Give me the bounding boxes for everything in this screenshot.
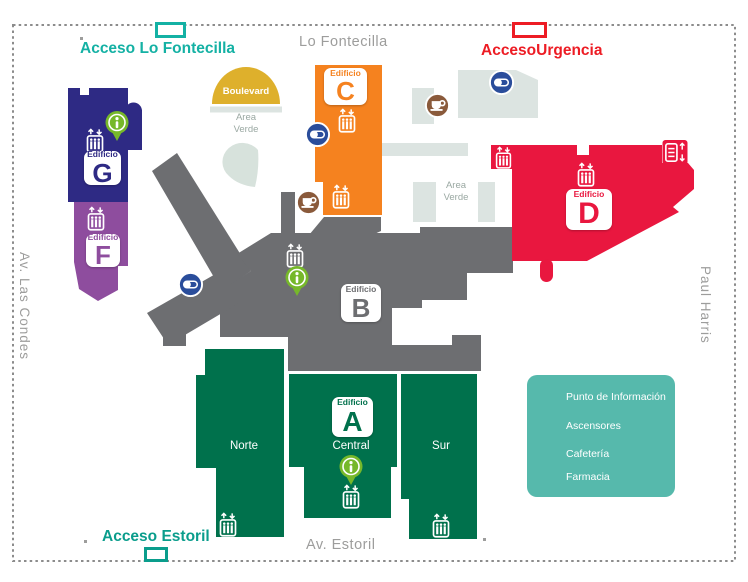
access-label-estoril: Acceso Estoril — [102, 528, 210, 545]
legend-item-ascensores: Ascensores — [566, 420, 621, 432]
boulevard-dome — [212, 67, 280, 104]
pharmacy-icon — [488, 69, 515, 96]
building-letter: A — [342, 405, 363, 437]
map-dot — [80, 37, 83, 40]
map-dashed-border — [12, 24, 736, 562]
street-label-av-las-condes: Av. Las Condes — [17, 252, 32, 361]
street-label-av-estoril: Av. Estoril — [306, 537, 376, 553]
section-label-central: Central — [332, 440, 370, 452]
legend-item-cafeteria: Cafetería — [566, 448, 610, 460]
edificio-word: Edificio — [87, 231, 119, 242]
legend-item-info: Punto de Información — [566, 391, 666, 403]
edificio-word: Edificio — [87, 149, 118, 160]
area-verde-line1: Area — [235, 112, 257, 123]
area-verde-line1: Area — [445, 180, 467, 191]
street-label-paul-harris: Paul Harris — [698, 266, 713, 344]
edificio-word: Edificio — [330, 67, 361, 78]
area-verde-line2: Verde — [233, 123, 259, 135]
building-label-a: Edificio A — [332, 397, 373, 437]
access-marker-urgencia — [512, 22, 547, 38]
building-letter: F — [95, 240, 111, 271]
edificio-word: Edificio — [345, 284, 377, 295]
boulevard-terrace — [210, 106, 282, 113]
building-a-norte — [196, 349, 284, 537]
area-verde-label: Area Verde — [226, 112, 266, 136]
section-label-norte: Norte — [229, 440, 259, 452]
building-label-f: Edificio F — [86, 231, 120, 271]
building-letter: C — [336, 76, 355, 107]
cafeteria-icon — [295, 189, 322, 216]
pharmacy-icon — [177, 271, 204, 298]
building-a-sur — [401, 374, 477, 539]
area-verde-rect-right — [478, 182, 495, 222]
area-verde-label: Area Verde — [436, 180, 476, 204]
building-label-b: Edificio B — [341, 284, 381, 322]
area-verde-line2: Verde — [443, 191, 469, 203]
pharmacy-icon — [304, 121, 331, 148]
edificio-word: Edificio — [573, 188, 605, 199]
access-label-lo-fontecilla: Acceso Lo Fontecilla — [80, 40, 236, 57]
building-letter: D — [578, 197, 600, 231]
area-verde-rect-left — [413, 182, 436, 222]
legend-panel — [527, 375, 675, 497]
section-label-sur: Sur — [432, 440, 450, 452]
access-marker-lo-fontecilla — [155, 22, 186, 38]
cafeteria-icon — [424, 92, 451, 119]
legend-item-farmacia: Farmacia — [566, 471, 610, 483]
building-label-g: Edificio G — [84, 149, 121, 188]
building-label-d: Edificio D — [566, 189, 612, 230]
map-dot — [483, 538, 486, 541]
boulevard-label: Boulevard — [222, 86, 270, 97]
street-label-lo-fontecilla: Lo Fontecilla — [299, 34, 388, 50]
access-marker-estoril — [144, 547, 168, 562]
access-label-urgencia: AccesoUrgencia — [481, 42, 603, 59]
building-letter: B — [351, 292, 371, 323]
map-dot — [84, 540, 87, 543]
building-label-c: Edificio C — [324, 68, 367, 105]
edificio-word: Edificio — [337, 397, 368, 408]
green-teardrop — [222, 142, 259, 187]
gray-bar — [382, 143, 468, 156]
building-letter: G — [92, 157, 113, 188]
elevator-arrows-icon — [662, 140, 688, 165]
